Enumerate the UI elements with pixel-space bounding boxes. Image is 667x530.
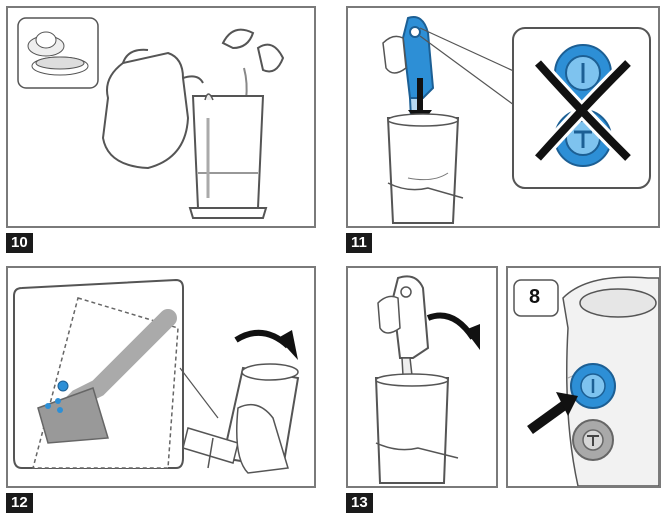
blender-shaft: [59, 309, 177, 417]
step-number-12: 12: [6, 493, 33, 513]
step-number-10: 10: [6, 233, 33, 253]
step-number-11: 11: [346, 233, 372, 253]
step-13-detail-panel: 8: [506, 266, 661, 488]
step-13-illustration: [374, 275, 480, 484]
arrow-icon: [556, 392, 578, 416]
step-11-illustration: [382, 16, 651, 224]
egg-shell: [221, 28, 255, 50]
step-10-panel: [6, 6, 316, 228]
beaker: [386, 117, 460, 224]
jug: [101, 51, 190, 170]
step-10-illustration: [17, 17, 285, 219]
beaker: [374, 377, 450, 484]
beaker: [191, 95, 265, 209]
step-11-panel: [346, 6, 660, 228]
speed-button-icon: [409, 26, 421, 38]
step-12-panel: [6, 266, 316, 488]
speed-setting-label: 8: [529, 286, 541, 308]
step-number-13: 13: [346, 493, 373, 513]
speed-label-box: [513, 279, 559, 317]
switch-detail-illustration: [513, 276, 659, 486]
curved-arrow-icon: [278, 330, 298, 360]
step-13-panel: [346, 266, 498, 488]
step-12-illustration: [13, 278, 300, 474]
curved-arrow-icon: [465, 324, 480, 350]
